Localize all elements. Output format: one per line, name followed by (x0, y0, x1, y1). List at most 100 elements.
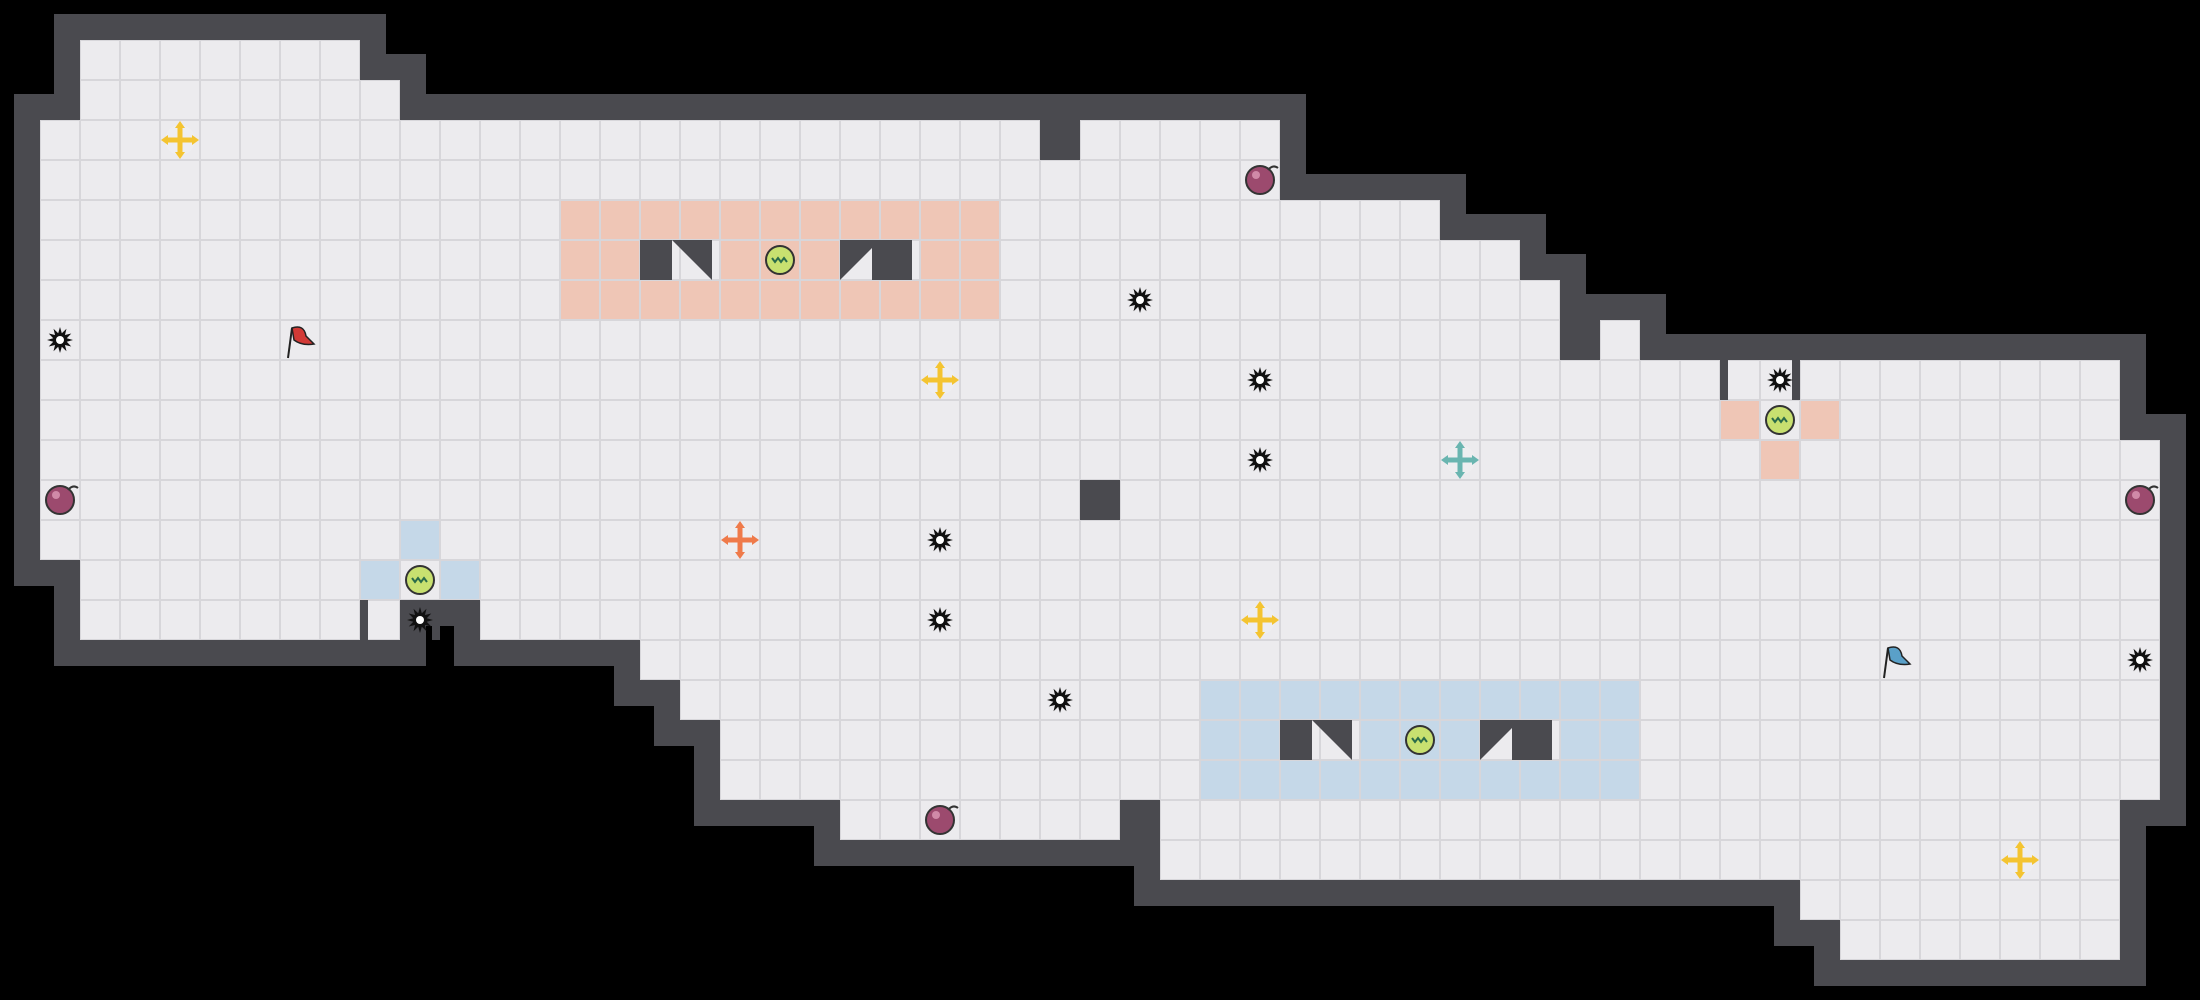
grid-tile (1560, 560, 1600, 600)
grid-tile (840, 440, 880, 480)
grid-tile (1160, 320, 1200, 360)
grid-tile (920, 680, 960, 720)
grid-tile (240, 320, 280, 360)
orange-move-arrows-icon (721, 521, 759, 559)
grid-tile (840, 520, 880, 560)
grid-tile (880, 760, 920, 800)
grid-tile (1400, 400, 1440, 440)
grid-tile (1080, 400, 1120, 440)
grid-tile (1000, 640, 1040, 680)
bomb-icon (925, 805, 959, 835)
grid-tile (1120, 160, 1160, 200)
grid-tile (1240, 320, 1280, 360)
grid-tile (1240, 120, 1280, 160)
grid-tile (1520, 520, 1560, 560)
grid-tile (920, 800, 960, 840)
grid-tile (160, 80, 200, 120)
grid-tile (1840, 480, 1880, 520)
grid-tile (400, 320, 440, 360)
grid-tile (440, 120, 480, 160)
grid-tile (1760, 720, 1800, 760)
grid-tile (1760, 640, 1800, 680)
grid-tile (1720, 840, 1760, 880)
grid-tile (1200, 360, 1240, 400)
grid-tile (240, 240, 280, 280)
grid-tile (120, 480, 160, 520)
grid-tile (1040, 400, 1080, 440)
red-flag-icon (287, 326, 316, 359)
grid-tile (1400, 480, 1440, 520)
grid-tile (120, 400, 160, 440)
grid-tile (960, 120, 1000, 160)
grid-tile (240, 280, 280, 320)
grid-tile (1400, 680, 1440, 720)
grid-tile (2000, 880, 2040, 920)
grid-tile (400, 200, 440, 240)
red-zone-tile (960, 280, 1000, 320)
grid-tile (40, 520, 80, 560)
blue-zone-tile (1560, 720, 1600, 760)
grid-tile (1320, 760, 1360, 800)
blue-zone-tile (1200, 760, 1240, 800)
blue-zone-tile (1440, 680, 1480, 720)
grid-tile (1880, 480, 1920, 520)
grid-tile (1480, 840, 1520, 880)
grid-tile (1200, 280, 1240, 320)
spike-icon (2127, 647, 2153, 673)
grid-tile (1480, 680, 1520, 720)
grid-tile (1840, 600, 1880, 640)
grid-tile (920, 160, 960, 200)
grid-tile (1040, 160, 1080, 200)
grid-tile (720, 680, 760, 720)
grid-tile (800, 720, 840, 760)
grid-tile (1200, 160, 1240, 200)
grid-tile (760, 120, 800, 160)
grid-tile (440, 440, 480, 480)
grid-tile (160, 520, 200, 560)
grid-tile (1000, 600, 1040, 640)
grid-tile (800, 360, 840, 400)
grid-tile (840, 760, 880, 800)
grid-tile (1920, 880, 1960, 920)
blue-zone-tile (360, 560, 400, 600)
grid-tile (600, 520, 640, 560)
grid-tile (1520, 400, 1560, 440)
blue-zone-tile (1200, 680, 1240, 720)
grid-tile (1200, 720, 1240, 760)
grid-tile (1880, 760, 1920, 800)
grid-tile (1040, 320, 1080, 360)
red-zone-tile (880, 200, 920, 240)
grid-tile (880, 520, 920, 560)
blue-zone-tile (1240, 760, 1280, 800)
grid-tile (760, 200, 800, 240)
grid-tile (320, 120, 360, 160)
grid-tile (1920, 560, 1960, 600)
grid-tile (1760, 800, 1800, 840)
grid-tile (1880, 360, 1920, 400)
grid-tile (1480, 640, 1520, 680)
grid-tile (200, 360, 240, 400)
grid-tile (1760, 440, 1800, 480)
grid-tile (2040, 880, 2080, 920)
grid-tile (1200, 440, 1240, 480)
grid-tile (1680, 720, 1720, 760)
grid-tile (760, 600, 800, 640)
grid-tile (1040, 280, 1080, 320)
grid-tile (2080, 680, 2120, 720)
grid-tile (160, 200, 200, 240)
grid-tile (480, 120, 520, 160)
grid-tile (720, 440, 760, 480)
wall-ramp (1480, 720, 1520, 760)
grid-tile (40, 320, 80, 360)
grid-tile (160, 440, 200, 480)
grid-tile (1760, 760, 1800, 800)
grid-tile (1160, 360, 1200, 400)
grid-tile (680, 120, 720, 160)
grid-tile (1120, 240, 1160, 280)
grid-tile (2080, 920, 2120, 960)
grid-tile (1080, 600, 1120, 640)
grid-tile (1200, 680, 1240, 720)
grid-tile (1680, 640, 1720, 680)
grid-tile (960, 200, 1000, 240)
